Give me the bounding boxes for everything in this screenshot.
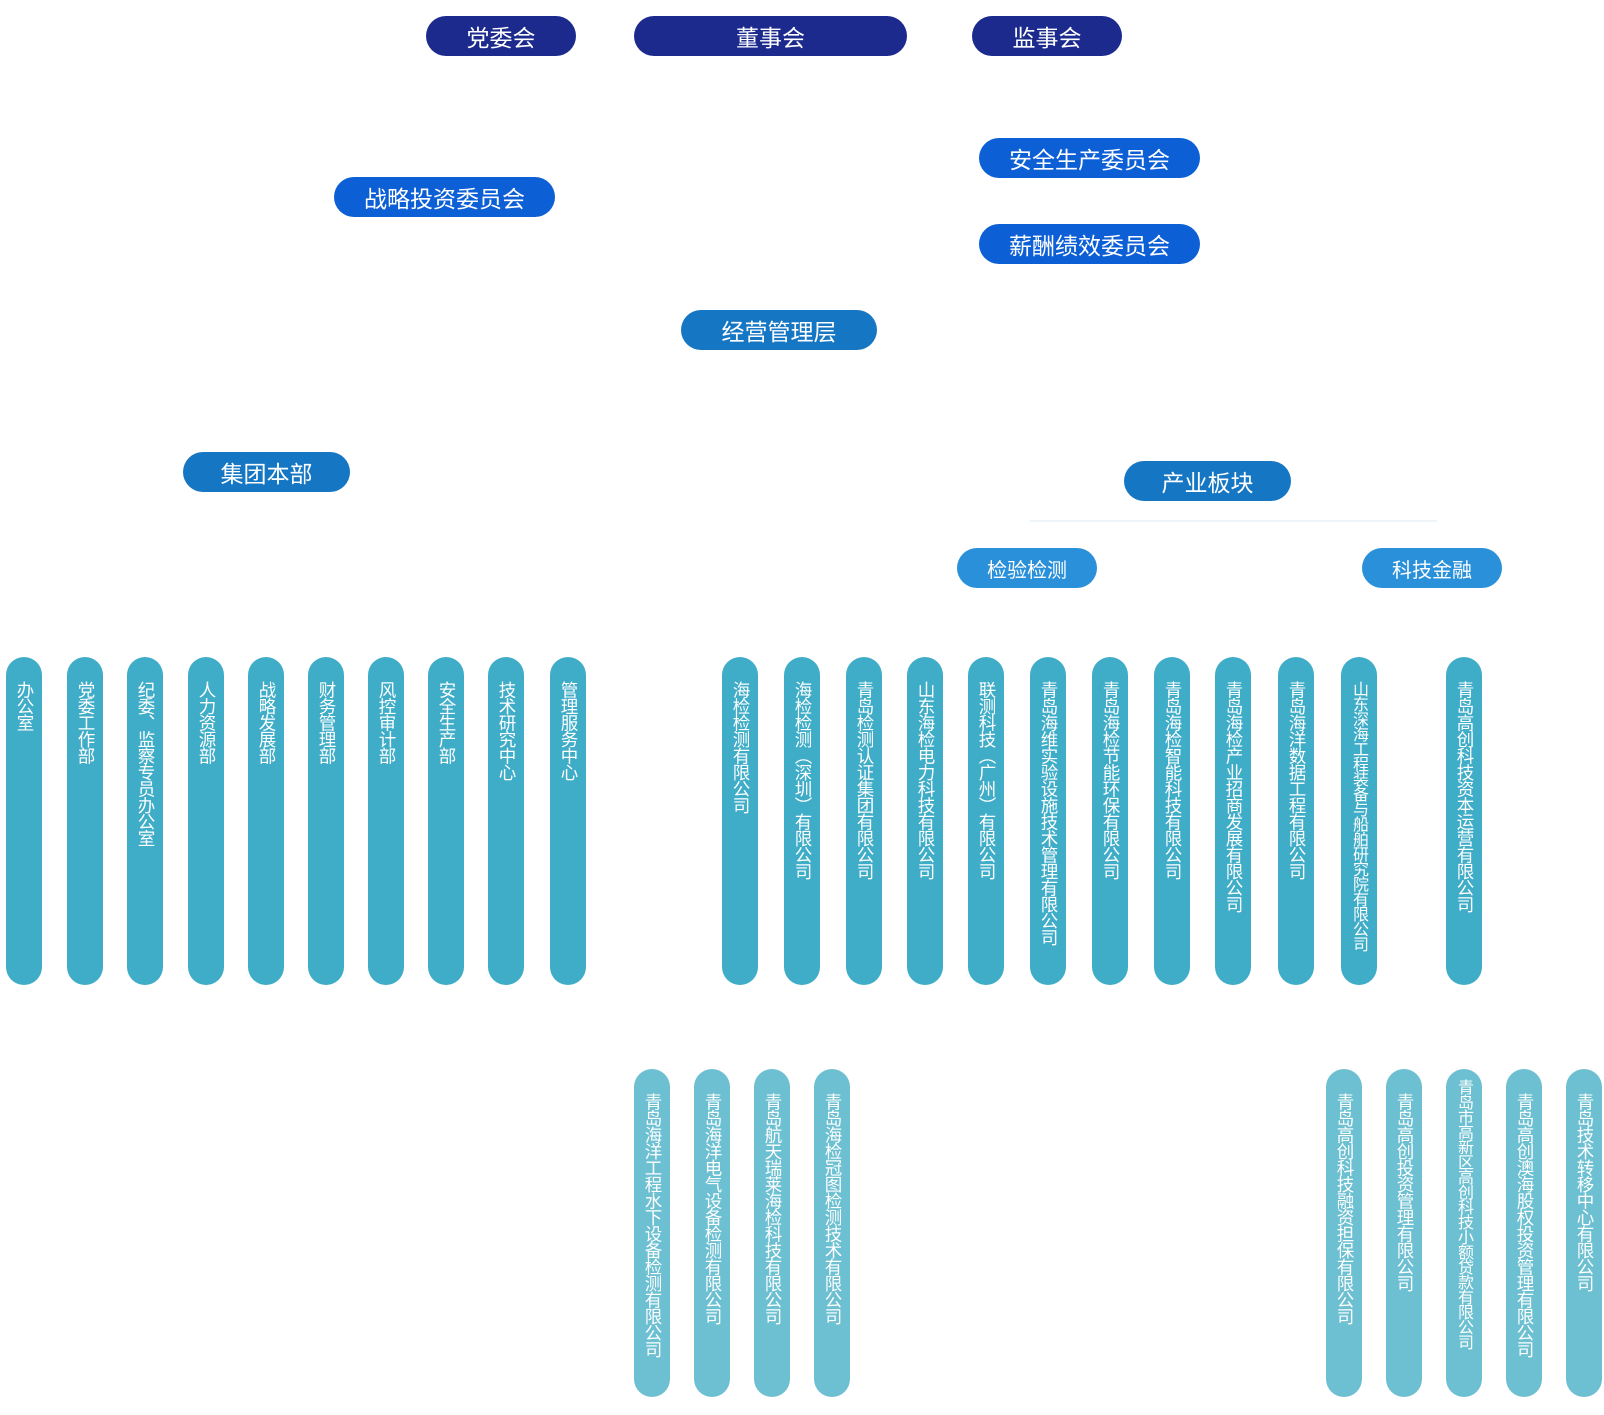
department-bar: 风控审计部: [368, 657, 404, 985]
department-bar: 纪委、监察专员办公室: [127, 657, 163, 985]
company-bar: 青岛海检智能科技有限公司: [1154, 657, 1190, 985]
company-bar: 山东深海工程装备与船舶研究院有限公司: [1341, 657, 1377, 985]
subsidiary-bar: 青岛高创澳海股权投资管理有限公司: [1506, 1069, 1542, 1397]
subsidiary-bar: 青岛技术转移中心有限公司: [1566, 1069, 1602, 1397]
inspection-node: 检验检测: [957, 548, 1097, 588]
department-bar: 财务管理部: [308, 657, 344, 985]
subsidiary-bar: 青岛高创科技融资担保有限公司: [1326, 1069, 1362, 1397]
department-bar: 技术研究中心: [488, 657, 524, 985]
company-bar: 青岛海检产业招商发展有限公司: [1215, 657, 1251, 985]
company-bar: 海检检测（深圳）有限公司: [784, 657, 820, 985]
company-bar: 青岛海检节能环保有限公司: [1092, 657, 1128, 985]
subsidiary-bar: 青岛海洋电气设备检测有限公司: [694, 1069, 730, 1397]
department-bar: 人力资源部: [188, 657, 224, 985]
party-committee-node: 党委会: [426, 16, 576, 56]
department-bar: 党委工作部: [67, 657, 103, 985]
subsidiary-bar: 青岛高创投资管理有限公司: [1386, 1069, 1422, 1397]
department-bar: 办公室: [6, 657, 42, 985]
company-bar: 青岛海洋数据工程有限公司: [1278, 657, 1314, 985]
hq-node: 集团本部: [183, 452, 350, 492]
subsidiary-bar: 青岛航天瑞莱海检科技有限公司: [754, 1069, 790, 1397]
company-bar: 山东海检电力科技有限公司: [907, 657, 943, 985]
salary-committee-node: 薪酬绩效委员会: [979, 224, 1200, 264]
company-bar: 青岛高创科技资本运营有限公司: [1446, 657, 1482, 985]
industry-connector: [1030, 520, 1437, 522]
finance-node: 科技金融: [1362, 548, 1502, 588]
industry-node: 产业板块: [1124, 461, 1291, 501]
company-bar: 青岛检测认证集团有限公司: [846, 657, 882, 985]
department-bar: 战略发展部: [248, 657, 284, 985]
subsidiary-bar: 青岛市高新区高创科技小额贷款有限公司: [1446, 1069, 1482, 1397]
company-bar: 海检检测有限公司: [722, 657, 758, 985]
safety-committee-node: 安全生产委员会: [979, 138, 1200, 178]
subsidiary-bar: 青岛海检冠图检测技术有限公司: [814, 1069, 850, 1397]
company-bar: 联测科技（广州）有限公司: [968, 657, 1004, 985]
department-bar: 管理服务中心: [550, 657, 586, 985]
supervisory-board-node: 监事会: [972, 16, 1122, 56]
subsidiary-bar: 青岛海洋工程水下设备检测有限公司: [634, 1069, 670, 1397]
department-bar: 安全生产部: [428, 657, 464, 985]
board-node: 董事会: [634, 16, 907, 56]
strategy-committee-node: 战略投资委员会: [334, 177, 555, 217]
company-bar: 青岛海维实验设施技术管理有限公司: [1030, 657, 1066, 985]
management-node: 经营管理层: [681, 310, 877, 350]
